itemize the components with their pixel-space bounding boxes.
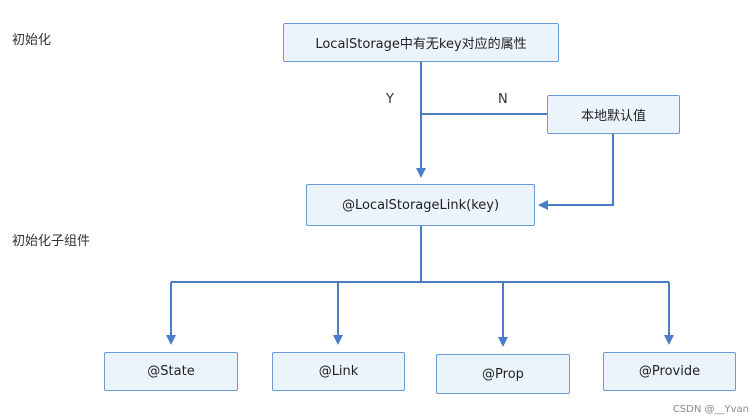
provide-node: @Provide — [603, 352, 736, 391]
check-key-node: LocalStorage中有无key对应的属性 — [283, 23, 559, 62]
default-value-node: 本地默认值 — [547, 95, 680, 134]
connector-default-to-decorator — [538, 134, 614, 210]
watermark: CSDN @__Yvan — [672, 404, 749, 415]
local-storage-link-node: @LocalStorageLink(key) — [306, 184, 535, 226]
init-label: 初始化 — [12, 33, 52, 48]
init-child-label: 初始化子组件 — [12, 234, 91, 249]
prop-node: @Prop — [436, 354, 570, 394]
link-node: @Link — [272, 352, 405, 391]
state-node: @State — [104, 352, 238, 391]
yes-label: Y — [386, 92, 394, 107]
no-label: N — [498, 92, 508, 107]
